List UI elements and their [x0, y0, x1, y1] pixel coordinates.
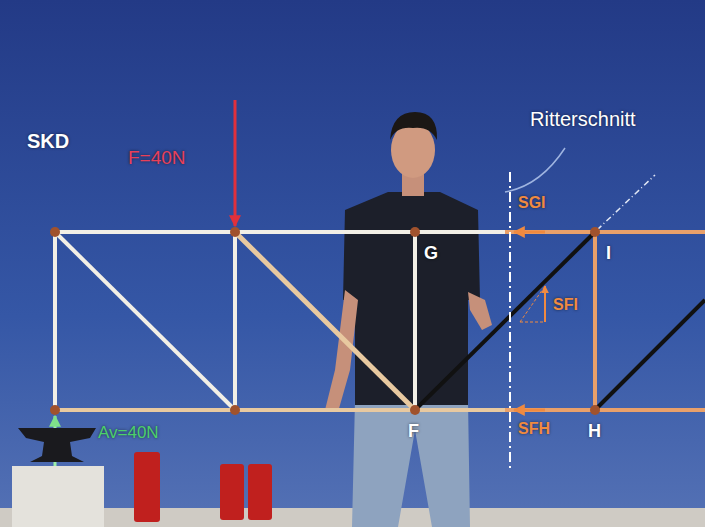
diagonal-member [595, 300, 705, 410]
load-arrow [234, 100, 237, 226]
person-arm [468, 292, 492, 330]
force-component [520, 322, 545, 323]
member-force: SFI [553, 296, 578, 314]
force-arrow [514, 231, 545, 234]
reaction-value: Av=40N [98, 424, 159, 443]
section-title: Ritterschnitt [530, 108, 636, 130]
joint [410, 405, 420, 415]
joint-name: F [408, 422, 419, 442]
diagonal-member [235, 232, 415, 410]
joint [230, 405, 240, 415]
section-arc [505, 148, 565, 192]
joint [50, 405, 60, 415]
weight-cylinder [134, 452, 160, 522]
person-hair [390, 112, 437, 140]
joint [410, 227, 420, 237]
force-arrow [514, 409, 545, 412]
section-cut-line [509, 172, 511, 468]
person-jeans [352, 400, 470, 527]
bottom-chord [55, 408, 705, 412]
joint-name: G [424, 244, 438, 264]
vertical-member [53, 232, 57, 410]
top-chord [55, 230, 705, 234]
vertical-member [413, 232, 417, 410]
diagonal-member [55, 232, 235, 410]
member-force: SGI [518, 194, 546, 212]
joint-name: I [606, 244, 611, 264]
joint [590, 227, 600, 237]
vertical-member [233, 232, 237, 410]
vertical-member [593, 232, 597, 410]
member-force: SFH [518, 420, 550, 438]
force-arrow [544, 286, 546, 322]
extension-line [597, 175, 655, 230]
person-shirt [343, 192, 480, 405]
top-chord-cut [505, 230, 705, 234]
joint [230, 227, 240, 237]
diagonal-member [415, 232, 595, 410]
joint-name: H [588, 422, 601, 442]
joint [590, 405, 600, 415]
pedestal [12, 466, 104, 527]
diagram-tag: SKD [27, 130, 69, 152]
anvil [18, 428, 96, 462]
joint [50, 227, 60, 237]
load-value: F=40N [128, 148, 186, 169]
bottom-chord-cut [505, 408, 705, 412]
force-component [520, 286, 545, 322]
weight-cylinder [248, 464, 272, 520]
weight-cylinder [220, 464, 244, 520]
